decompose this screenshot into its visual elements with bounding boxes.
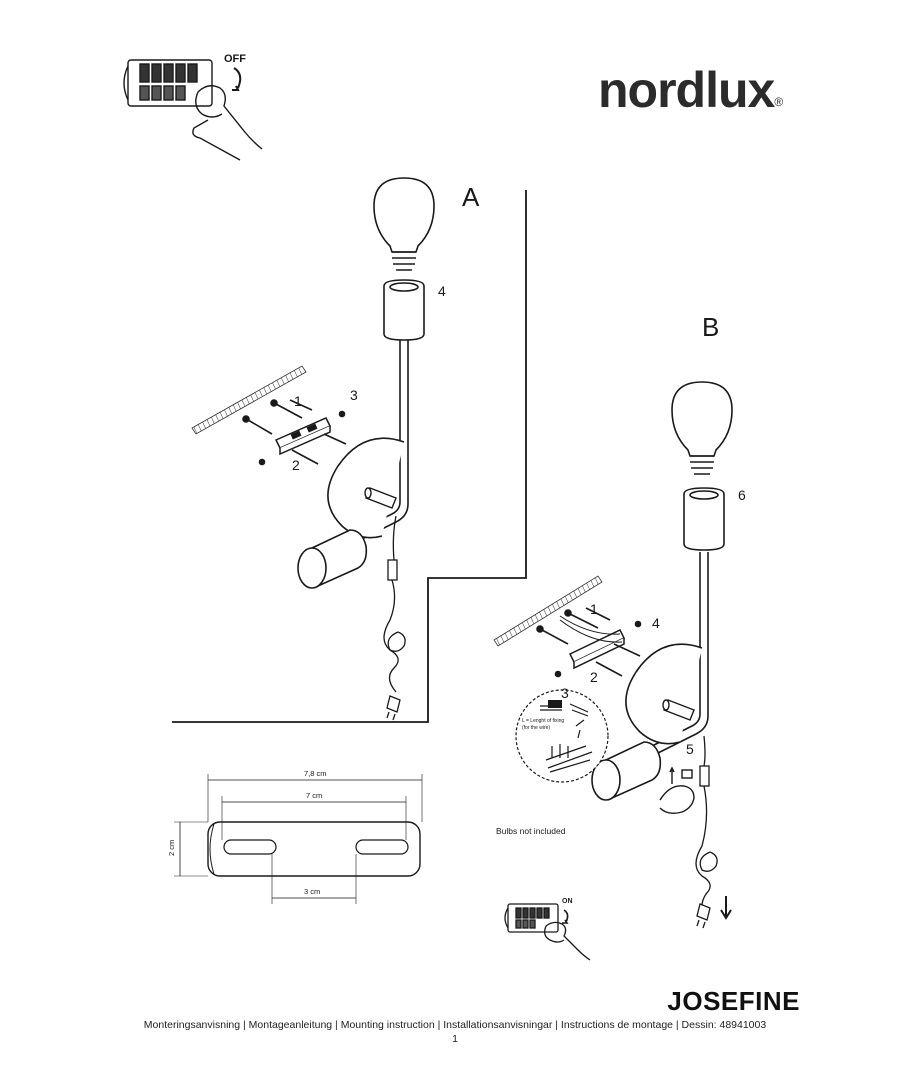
dim-inner-length: 7 cm: [306, 791, 322, 800]
lamp-socket-icon: [683, 487, 725, 551]
callout-3: 3: [350, 387, 358, 403]
inline-switch-icon: [699, 765, 710, 787]
wall-plate: [625, 643, 703, 745]
callout-1: 1: [590, 601, 598, 617]
wall-surface: [493, 575, 603, 647]
callout-4: 4: [438, 283, 446, 299]
lamp-head: [591, 741, 662, 801]
wall-surface: [191, 365, 307, 435]
bulb-icon: [373, 177, 435, 271]
plate-pin: [364, 487, 397, 509]
switch-off-label: OFF: [224, 53, 246, 65]
wire-lines: [559, 615, 623, 643]
page-number: 1: [452, 1033, 458, 1045]
hand-icon: [659, 766, 695, 815]
lamp-arm: [343, 340, 409, 547]
section-b-label: B: [702, 312, 719, 342]
wiring-detail: L = Lenght of fixing (for the wire): [515, 689, 609, 783]
callout-2: 2: [292, 457, 300, 473]
lamp-arm: [643, 552, 709, 759]
on-arrow-icon: [562, 909, 569, 924]
lamp-socket-icon: [383, 279, 425, 341]
callout-6: 6: [738, 487, 746, 503]
callout-3: 3: [561, 685, 569, 701]
callout-5: 5: [686, 741, 694, 757]
inline-switch-icon: [387, 559, 398, 581]
down-arrow-icon: [720, 896, 732, 920]
breaker-switches: [139, 63, 198, 101]
plug-icon: [696, 903, 711, 929]
section-a-label: A: [462, 182, 480, 212]
power-cord: [383, 515, 406, 721]
product-name: JOSEFINE: [667, 986, 800, 1016]
plug-icon: [386, 695, 401, 721]
plate-pin: [662, 699, 695, 721]
hand-icon: [544, 921, 591, 961]
breaker-on-illustration: [504, 903, 591, 961]
dim-height: 2 cm: [167, 840, 176, 856]
detail-note-2: (for the wire): [522, 725, 550, 731]
callout-2: 2: [590, 669, 598, 685]
screw-and-plug-icons: [242, 399, 347, 466]
dimension-drawing: [174, 774, 423, 904]
dim-slot-spacing: 3 cm: [304, 887, 320, 896]
callout-4: 4: [652, 615, 660, 631]
detail-note: L = Lenght of fixing: [522, 718, 564, 724]
lamp-head: [297, 529, 368, 589]
footer-languages: Monteringsanvisning | Montageanleitung |…: [143, 1019, 767, 1031]
mounting-bracket: [568, 629, 626, 670]
bulb-icon: [671, 381, 733, 475]
mounting-bracket: [274, 417, 332, 456]
off-arrow-icon: [232, 67, 242, 91]
wall-plate: [327, 437, 405, 539]
hand-icon: [192, 85, 263, 161]
brand-logo: nordlux®: [598, 62, 783, 118]
switch-on-label: ON: [562, 898, 573, 905]
power-cord: [695, 735, 718, 929]
screw-and-plug-icons: [536, 607, 642, 678]
dim-overall-length: 7,8 cm: [304, 769, 327, 778]
section-a-frame: [172, 190, 527, 723]
callout-1: 1: [294, 393, 302, 409]
breaker-off-illustration: [123, 59, 263, 161]
bulbs-note: Bulbs not included: [496, 826, 566, 836]
